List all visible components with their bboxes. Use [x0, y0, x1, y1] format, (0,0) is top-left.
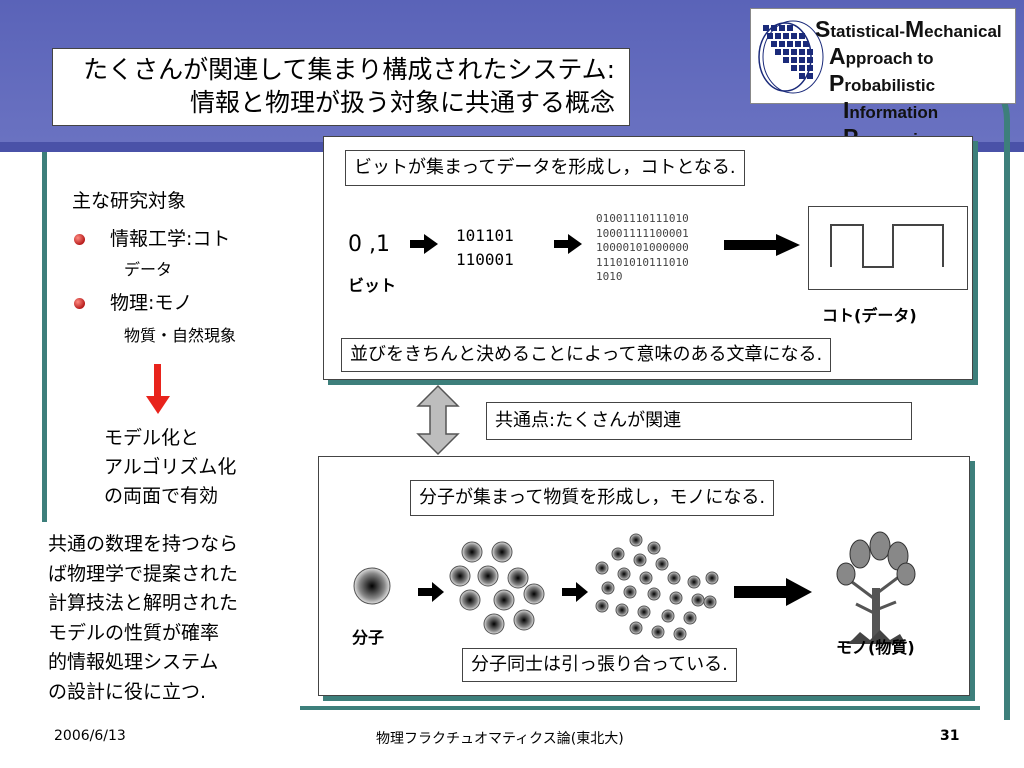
footer-course: 物理フラクチュオマティクス論(東北大): [376, 731, 624, 747]
research-item-info: 情報工学:コト: [110, 228, 231, 250]
big-right-arrow-icon: [724, 234, 800, 256]
footer-date: 2006/6/13: [54, 728, 126, 744]
common-line: ば物理学で提案された: [48, 562, 239, 585]
bit-line: 01001110111010: [596, 212, 689, 225]
bit-line: 11101010111010: [596, 255, 689, 269]
bits-value: 0 ,1: [348, 232, 390, 257]
waveform-box: [808, 206, 968, 290]
research-item-physics: 物理:モノ: [110, 292, 193, 314]
right-arrow-icon: [554, 234, 582, 254]
left-rail: [42, 152, 47, 522]
right-arrow-icon: [410, 234, 438, 254]
common-point-box: 共通点:たくさんが関連: [486, 402, 912, 440]
bit-line: 1010: [596, 270, 623, 283]
molecule-illustration: [353, 531, 916, 644]
bit-line: 110001: [456, 250, 514, 269]
research-item-physics-sub: 物質・自然現象: [124, 326, 237, 345]
bullet-icon: [74, 234, 85, 245]
logo-word: nformation: [849, 103, 939, 122]
common-line: モデルの性質が確率: [48, 621, 220, 644]
bit-line: 10001111100001: [596, 226, 689, 240]
slide-title: たくさんが関連して集まり構成されたシステム: 情報と物理が扱う対象に共通する概念: [52, 48, 630, 126]
research-heading: 主な研究対象: [72, 190, 187, 212]
logo-word: pproach to: [845, 49, 934, 68]
common-line: 計算技法と解明された: [48, 592, 239, 614]
logo-initial: S: [815, 16, 831, 42]
title-line-2: 情報と物理が扱う対象に共通する概念: [189, 88, 615, 117]
footer-page-number: 31: [940, 728, 960, 744]
common-line: 共通の数理を持つなら: [48, 533, 239, 555]
logo-initial: A: [829, 43, 846, 69]
common-line: の設計に役に立つ.: [48, 680, 207, 703]
common-math-text: 共通の数理を持つなら ば物理学で提案された 計算技法と解明された モデルの性質が…: [48, 530, 238, 707]
mono-label: モノ(物質): [836, 638, 915, 657]
modeling-text: モデル化と アルゴリズム化 の両面で有効: [104, 424, 236, 511]
logo-initial: I: [843, 97, 850, 123]
long-bit-string: 01001110111010 10001111100001 1000010100…: [596, 212, 689, 285]
square-wave-icon: [830, 224, 944, 268]
tree-icon: [836, 531, 916, 644]
title-line-1: たくさんが関連して集まり構成されたシステム:: [83, 55, 615, 84]
double-arrow-icon: [416, 384, 460, 456]
logo-initial: M: [904, 16, 925, 42]
bits-label: ビット: [348, 276, 397, 295]
bit-line: 10000101000000: [596, 241, 689, 254]
bottom-rule: [300, 706, 980, 710]
modeling-line: モデル化と: [104, 427, 200, 449]
logo-word: robabilistic: [844, 76, 936, 95]
bullet-icon: [74, 298, 85, 309]
logo-text: Statistical-Mechanical Approach to Proba…: [815, 17, 1015, 152]
logo-word: tatistical-: [830, 22, 905, 41]
molecule-label: 分子: [352, 628, 385, 647]
down-arrow-icon: [146, 364, 170, 414]
logo-word: echanical: [924, 22, 1002, 41]
bits-panel-footer: 並びをきちんと決めることによって意味のある文章になる.: [341, 338, 832, 372]
molecule-panel-header: 分子が集まって物質を形成し，モノになる.: [410, 480, 775, 516]
modeling-line: アルゴリズム化: [104, 456, 237, 478]
modeling-line: の両面で有効: [104, 485, 219, 507]
bit-line: 101101: [456, 226, 514, 245]
research-item-info-sub: データ: [124, 260, 173, 279]
common-line: 的情報処理システム: [48, 651, 219, 673]
bits-panel-header: ビットが集まってデータを形成し，コトとなる.: [345, 150, 745, 186]
koto-label: コト(データ): [822, 306, 917, 325]
logo-mark-icon: [758, 20, 824, 94]
molecule-panel-footer: 分子同士は引っ張り合っている.: [462, 648, 737, 682]
smapip-logo: Statistical-Mechanical Approach to Proba…: [750, 8, 1016, 149]
short-bit-string: 101101 110001: [456, 224, 514, 272]
logo-initial: P: [829, 70, 845, 96]
